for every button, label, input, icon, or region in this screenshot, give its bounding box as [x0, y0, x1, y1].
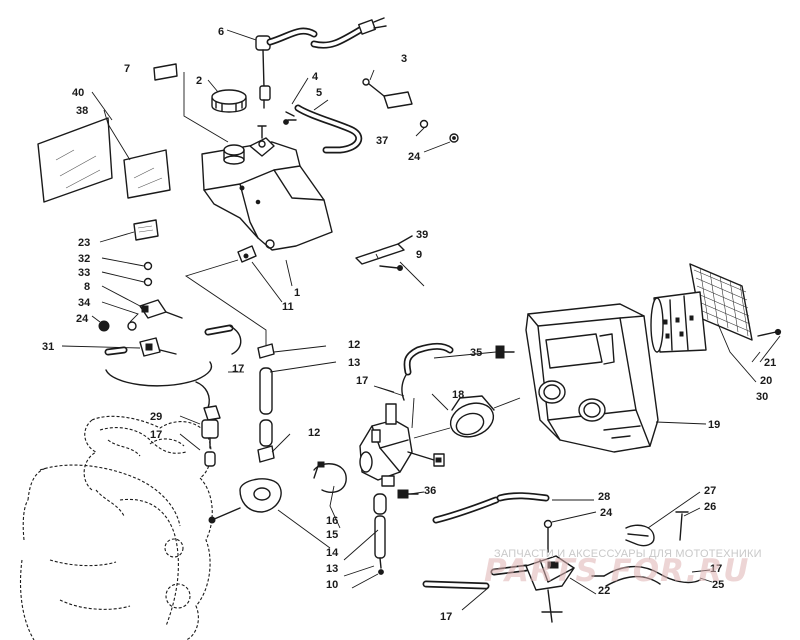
- intake-filter-cone: [650, 291, 707, 353]
- callout-22: 22: [598, 585, 610, 597]
- engine-outline: [20, 415, 213, 640]
- decal-38: [37, 117, 113, 203]
- carb-vent-hose: [403, 342, 454, 376]
- carb-drain-hose: [373, 493, 387, 575]
- callout-20: 20: [760, 375, 772, 387]
- carburetor: [359, 371, 445, 487]
- callout-12-upper: 12: [348, 339, 360, 351]
- callout-31: 31: [42, 341, 54, 353]
- tank-strap: [355, 235, 413, 271]
- vent-hose: [283, 104, 363, 154]
- watermark-logo: PARTS FOR.RU: [484, 553, 750, 589]
- fuel-line-upper: [257, 343, 275, 463]
- callout-15: 15: [326, 529, 338, 541]
- callout-24-pump: 24: [600, 507, 613, 519]
- callout-17-filter: 17: [150, 429, 162, 441]
- callout-numbers: 6 7 2 3 4 5 37 24 40 38 23 32 33 8 34 24…: [42, 26, 776, 623]
- pump-pulse-hose: [591, 566, 701, 587]
- callout-10: 10: [326, 579, 338, 591]
- callout-26: 26: [704, 501, 716, 513]
- callout-18: 18: [452, 389, 464, 401]
- callout-32: 32: [78, 253, 90, 265]
- callout-28: 28: [598, 491, 610, 503]
- callout-39: 39: [416, 229, 428, 241]
- decal-40: [123, 149, 171, 199]
- vent-valve-bracket: [362, 78, 459, 143]
- callout-38: 38: [76, 105, 88, 117]
- callout-17-left: 17: [232, 363, 244, 375]
- callout-12-lower: 12: [308, 427, 320, 439]
- callout-40: 40: [72, 87, 84, 99]
- callout-30: 30: [756, 391, 768, 403]
- callout-17-bottom: 17: [440, 611, 452, 623]
- callout-27: 27: [704, 485, 716, 497]
- callout-23: 23: [78, 237, 90, 249]
- primer-valve: [98, 261, 183, 332]
- leader-lines: [61, 29, 781, 611]
- fuel-sender: [255, 17, 387, 109]
- callout-34: 34: [78, 297, 91, 309]
- carb-plug: [397, 489, 419, 499]
- fuel-cap: [211, 89, 247, 113]
- decal-7: [153, 63, 178, 81]
- inline-fuel-filter: [201, 405, 221, 467]
- callout-8: 8: [84, 281, 90, 293]
- carb-clamp: [313, 461, 347, 494]
- airbox-boot: [413, 395, 521, 439]
- callout-11: 11: [282, 301, 294, 313]
- callout-37: 37: [376, 135, 388, 147]
- callout-5: 5: [316, 87, 322, 99]
- callout-29: 29: [150, 411, 162, 423]
- callout-35: 35: [470, 347, 482, 359]
- decal-23: [133, 219, 159, 241]
- callout-24-left: 24: [76, 313, 89, 325]
- intake-flange: [208, 478, 282, 524]
- callout-21: 21: [764, 357, 776, 369]
- callout-25: 25: [712, 579, 724, 591]
- watermark-tagline: ЗАПЧАСТИ И АКСЕССУАРЫ ДЛЯ МОТОТЕХНИКИ: [494, 548, 762, 560]
- callout-17-right: 17: [710, 563, 722, 575]
- callout-33: 33: [78, 267, 90, 279]
- callout-36: 36: [424, 485, 436, 497]
- callout-24-top: 24: [408, 151, 421, 163]
- air-silencer-box: [525, 303, 677, 453]
- pump-hoses: [422, 492, 550, 590]
- callout-3: 3: [401, 53, 407, 65]
- primer-hoses: [104, 324, 242, 409]
- primer-tee: [139, 337, 177, 357]
- callout-14: 14: [326, 547, 339, 559]
- pump-clip-27: [625, 524, 655, 547]
- callout-4: 4: [312, 71, 319, 83]
- callout-6: 6: [218, 26, 224, 38]
- callout-1: 1: [294, 287, 300, 299]
- callout-9: 9: [416, 249, 422, 261]
- tank-fuel-outlet: [184, 245, 267, 352]
- callout-2: 2: [196, 75, 202, 87]
- fuel-tank: [201, 125, 333, 251]
- callout-16: 16: [326, 515, 338, 527]
- callout-13-upper: 13: [348, 357, 360, 369]
- airbox-clamp-35: [495, 345, 515, 359]
- callout-13-lower: 13: [326, 563, 338, 575]
- callout-19: 19: [708, 419, 720, 431]
- fuel-pump: [525, 519, 575, 623]
- callout-7: 7: [124, 63, 130, 75]
- screen-screw: [757, 328, 782, 337]
- pump-tie-26: [675, 511, 689, 541]
- callout-17-carb: 17: [356, 375, 368, 387]
